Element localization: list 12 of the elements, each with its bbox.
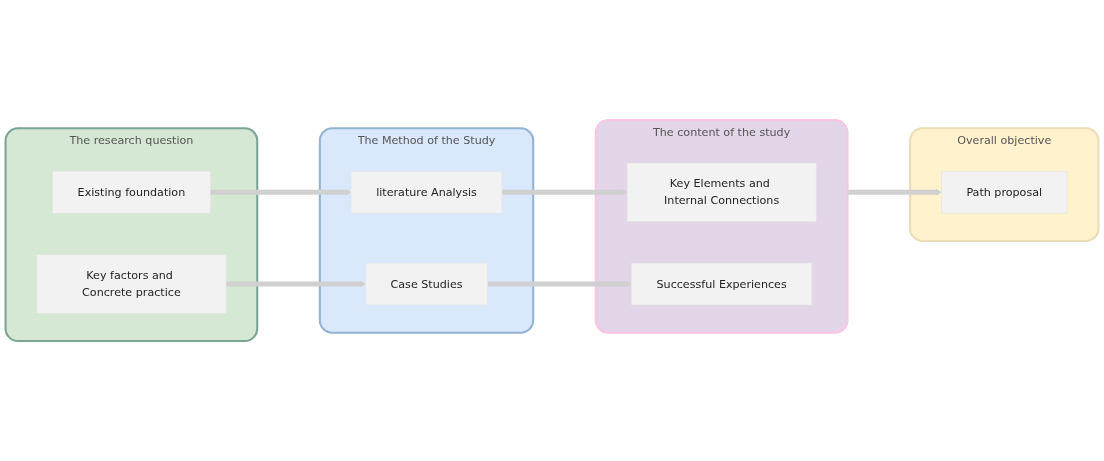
node-box: Existing foundation: [52, 171, 211, 214]
arrow: [210, 189, 352, 196]
node-box: Successful Experiences: [631, 262, 813, 306]
node-box: literature Analysis: [350, 171, 503, 214]
arrow: [501, 189, 628, 196]
node-box: Key factors and Concrete practice: [36, 254, 227, 314]
node-box: Case Studies: [365, 262, 488, 306]
arrow: [225, 281, 366, 288]
arrow: [487, 281, 632, 288]
arrow: [847, 189, 942, 196]
node-box: Path proposal: [941, 171, 1068, 214]
node-box: Key Elements and Internal Connections: [626, 162, 817, 222]
